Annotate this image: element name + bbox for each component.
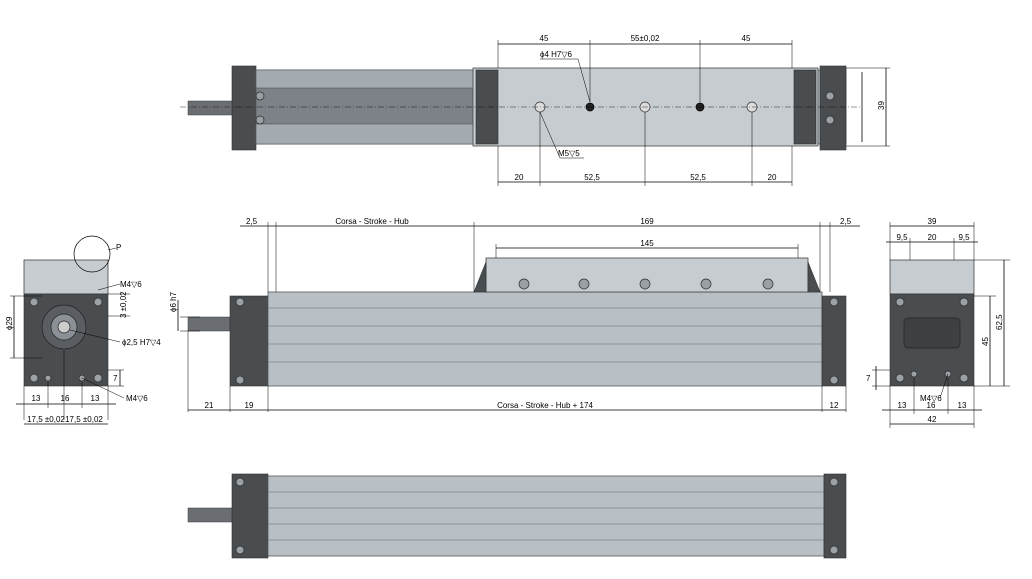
top-screw (825, 115, 835, 125)
top-dim-45-right: 45 (742, 34, 751, 43)
bottom-end-cap (823, 473, 847, 559)
top-screw (255, 115, 265, 125)
front-dim-21: 21 (205, 401, 214, 410)
left-label-3: 3 ±0,02 (119, 291, 128, 318)
right-dim-39: 39 (928, 217, 937, 226)
top-shaft (187, 100, 234, 116)
front-view: 2,5 Corsa - Stroke - Hub 169 2,5 145 ϕ6 … (169, 217, 860, 412)
right-label-m4: M4▽6 (920, 394, 942, 403)
front-carriage-screw (700, 278, 712, 290)
left-label-phi29: ϕ29 (5, 316, 14, 330)
top-dim-45-left: 45 (540, 34, 549, 43)
top-view: 45 55±0,02 45 ϕ4 H7▽6 20 52,5 52,5 20 M5… (180, 34, 890, 186)
top-dim-20-left: 20 (515, 173, 524, 182)
front-carriage-screw (578, 278, 590, 290)
front-dim-stroke: Corsa - Stroke - Hub (335, 217, 409, 226)
right-dim-20: 20 (928, 233, 937, 242)
right-dim-16: 16 (927, 401, 936, 410)
top-dim-20-right: 20 (768, 173, 777, 182)
left-dim-16: 16 (61, 394, 70, 403)
right-view: 39 9,5 20 9,5 62,5 45 7 M4▽6 13 16 13 42 (866, 217, 1010, 428)
left-label-m4-top: M4▽6 (120, 280, 142, 289)
front-carriage-screw (518, 278, 530, 290)
right-dim-13-right: 13 (958, 401, 967, 410)
front-shaft-dim: ϕ6 h7 (169, 291, 178, 312)
top-dim-39: 39 (877, 101, 886, 110)
front-shaft (187, 316, 231, 332)
top-dim-55: 55±0,02 (631, 34, 660, 43)
bottom-motor-end (231, 473, 269, 559)
front-profile (267, 291, 823, 387)
front-dim-2-5-left: 2,5 (246, 217, 258, 226)
top-hole-upper-label: ϕ4 H7▽6 (540, 50, 573, 59)
top-end-cap (819, 65, 847, 151)
left-label-phi25: ϕ2,5 H7▽4 (122, 338, 161, 347)
front-motor-end (229, 295, 269, 387)
front-end-cap (821, 295, 847, 387)
top-hole-lower-label: M5▽5 (558, 149, 580, 158)
front-dim-169: 169 (640, 217, 654, 226)
top-slot (255, 87, 477, 125)
left-carriage (23, 259, 109, 295)
top-carriage-cap-left (475, 69, 499, 145)
left-view: P M4▽6 3 ±0,02 ϕ29 ϕ2,5 H7▽4 7 M4▽6 13 1… (5, 235, 161, 425)
right-dim-13-left: 13 (898, 401, 907, 410)
top-motor-end (231, 65, 257, 151)
front-carriage-screw (762, 278, 774, 290)
left-detail-circle (73, 235, 111, 273)
right-dim-7: 7 (866, 374, 871, 383)
front-dim-12: 12 (830, 401, 839, 410)
front-dim-stroke-174: Corsa - Stroke - Hub + 174 (497, 401, 593, 410)
right-dim-45: 45 (981, 337, 990, 346)
front-dim-19: 19 (245, 401, 254, 410)
left-label-7: 7 (113, 374, 118, 383)
right-dim-42: 42 (928, 415, 937, 424)
left-label-p: P (116, 243, 121, 252)
left-dim-13-right: 13 (91, 394, 100, 403)
bottom-shaft (187, 507, 234, 523)
right-carriage (889, 259, 975, 295)
top-screw (255, 91, 265, 101)
right-dim-9-5-right: 9,5 (958, 233, 970, 242)
front-dim-2-5-right: 2,5 (840, 217, 852, 226)
top-dim-52-right: 52,5 (690, 173, 706, 182)
left-label-m4-bottom: M4▽6 (126, 394, 148, 403)
top-screw (825, 91, 835, 101)
left-dim-17-5-left: 17,5 ±0,02 (27, 415, 65, 424)
right-dim-9-5-left: 9,5 (896, 233, 908, 242)
bottom-profile (267, 475, 825, 557)
top-dim-52-left: 52,5 (584, 173, 600, 182)
right-dim-62-5: 62,5 (995, 314, 1004, 330)
left-dim-13-left: 13 (32, 394, 41, 403)
bottom-view (187, 473, 847, 559)
front-carriage-screw (639, 278, 651, 290)
front-dim-145: 145 (640, 239, 654, 248)
left-dim-17-5-right: 17,5 ±0,02 (65, 415, 103, 424)
